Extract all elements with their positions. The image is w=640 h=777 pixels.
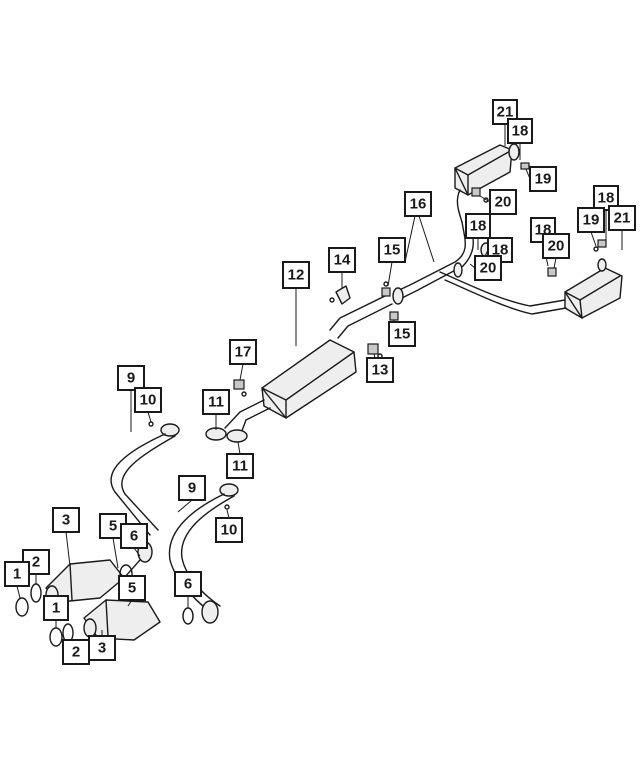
hanger-clip-13 xyxy=(367,343,383,359)
svg-text:2: 2 xyxy=(32,554,40,571)
rear-pipe-assembly xyxy=(329,217,567,339)
svg-text:18: 18 xyxy=(492,242,509,259)
downpipe-right xyxy=(168,483,239,613)
svg-text:11: 11 xyxy=(232,458,248,475)
gasket-2a xyxy=(30,583,42,603)
callout-10-upper: 10 xyxy=(134,387,162,423)
callout-16: 16 xyxy=(404,191,435,263)
callout-11-lower: 11 xyxy=(226,441,254,479)
bracket-14 xyxy=(329,285,351,305)
callout-15-lower: 15 xyxy=(388,319,416,347)
callout-10-lower: 10 xyxy=(215,509,243,543)
svg-text:9: 9 xyxy=(188,480,196,497)
callout-11-upper: 11 xyxy=(202,389,230,430)
callout-21-upper: 21 xyxy=(492,99,518,146)
callout-20-right-lower: 20 xyxy=(542,233,570,269)
stud-10b xyxy=(224,504,230,510)
callout-17: 17 xyxy=(229,339,257,381)
callout-9-upper: 9 xyxy=(117,365,145,432)
callout-layer: 21 18 19 20 16 18 xyxy=(4,99,636,665)
hanger-clip-15b xyxy=(389,311,399,321)
callout-1-lower: 1 xyxy=(43,595,69,628)
callout-18-mid-a: 18 xyxy=(465,213,491,250)
svg-text:16: 16 xyxy=(410,196,427,213)
svg-text:15: 15 xyxy=(384,242,401,259)
svg-text:21: 21 xyxy=(497,104,514,121)
clamp-1b xyxy=(49,627,63,647)
callout-20-mid: 20 xyxy=(469,255,502,281)
callout-3-upper: 3 xyxy=(52,507,80,567)
right-lower-muffler xyxy=(564,258,623,319)
center-resonator xyxy=(261,339,357,419)
callout-19-right: 19 xyxy=(577,207,605,247)
svg-text:18: 18 xyxy=(598,190,615,207)
svg-text:3: 3 xyxy=(98,640,106,657)
right-upper-muffler xyxy=(454,143,520,223)
svg-text:9: 9 xyxy=(127,370,135,387)
svg-text:10: 10 xyxy=(221,522,238,539)
svg-text:19: 19 xyxy=(583,212,600,229)
clamp-1a xyxy=(15,597,29,617)
clamp-6b xyxy=(182,600,219,625)
svg-text:2: 2 xyxy=(72,644,80,661)
svg-text:6: 6 xyxy=(130,528,138,545)
callout-9-lower: 9 xyxy=(177,475,206,513)
callout-2-lower: 2 xyxy=(62,639,90,665)
hanger-clip-19b xyxy=(593,239,607,252)
svg-text:20: 20 xyxy=(495,194,512,211)
callout-6-upper: 6 xyxy=(120,523,148,557)
stud-10a xyxy=(148,421,154,427)
svg-text:15: 15 xyxy=(394,326,411,343)
downpipe-left xyxy=(110,423,180,536)
callout-13: 13 xyxy=(366,353,394,383)
callout-5-lower: 5 xyxy=(118,575,146,607)
svg-text:21: 21 xyxy=(614,210,631,227)
callout-21-right: 21 xyxy=(608,205,636,250)
callout-6-lower: 6 xyxy=(174,571,202,608)
callout-3-lower: 3 xyxy=(88,630,116,661)
svg-text:18: 18 xyxy=(470,218,487,235)
callout-14: 14 xyxy=(328,247,356,288)
svg-text:13: 13 xyxy=(372,362,389,379)
svg-text:3: 3 xyxy=(62,512,70,529)
catalytic-converter-lower xyxy=(83,599,161,641)
callout-15-upper: 15 xyxy=(378,237,406,287)
svg-text:17: 17 xyxy=(235,344,252,361)
hanger-clip-20a xyxy=(471,187,489,203)
callout-12: 12 xyxy=(282,261,310,346)
svg-text:11: 11 xyxy=(208,394,224,411)
svg-text:12: 12 xyxy=(288,267,305,284)
callout-19-upper: 19 xyxy=(525,166,557,192)
svg-text:10: 10 xyxy=(140,392,157,409)
svg-text:5: 5 xyxy=(128,580,136,597)
svg-text:20: 20 xyxy=(480,260,497,277)
svg-text:14: 14 xyxy=(334,252,351,269)
svg-text:5: 5 xyxy=(109,518,117,535)
callout-18-upper: 18 xyxy=(507,118,533,160)
svg-text:1: 1 xyxy=(13,566,21,583)
callout-20-upper: 20 xyxy=(479,189,517,215)
hanger-clip-17 xyxy=(233,379,247,397)
hanger-clip-20c xyxy=(547,267,557,277)
svg-text:18: 18 xyxy=(512,123,529,140)
svg-text:6: 6 xyxy=(184,576,192,593)
callout-1-upper: 1 xyxy=(4,561,30,599)
svg-text:1: 1 xyxy=(52,600,60,617)
svg-text:20: 20 xyxy=(548,238,565,255)
svg-text:19: 19 xyxy=(535,171,552,188)
